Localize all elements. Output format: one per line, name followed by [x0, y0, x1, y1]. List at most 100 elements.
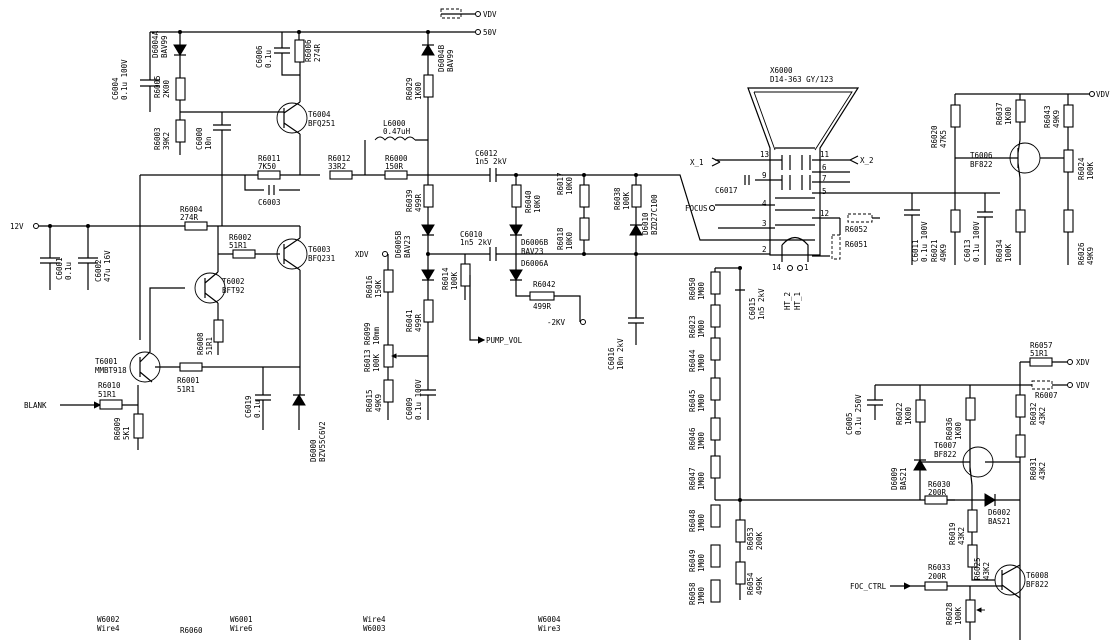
d6005b-diode — [421, 224, 435, 236]
r6017 — [579, 184, 590, 208]
12v-terminal[interactable] — [33, 223, 39, 229]
r6015-label: R6015 — [365, 389, 374, 412]
r6019-label: R6019 — [948, 522, 957, 545]
r6004 — [184, 221, 208, 231]
ht2-terminal[interactable] — [787, 265, 793, 271]
xdv-left-terminal[interactable] — [382, 251, 388, 257]
t6002-part: BFT92 — [222, 286, 245, 295]
r6048-value: 1M00 — [697, 513, 706, 532]
r6033 — [924, 581, 948, 591]
c6015-label: C6015 — [748, 297, 757, 320]
r6024 — [1063, 149, 1074, 173]
d6006a-diode — [509, 269, 523, 281]
r6005 — [175, 77, 186, 101]
r6017-value: 10K0 — [565, 176, 574, 195]
r6054-label: R6054 — [746, 572, 755, 595]
d6002-label: D6002 — [988, 508, 1011, 517]
t6004-label: T6004 — [308, 110, 331, 119]
l6000-label: L6000 — [383, 119, 406, 128]
output-stage: T6003 BFQ231 T6004 BFQ251 R6003 39K2 R60… — [139, 30, 335, 462]
r6005-label: R6005 — [153, 75, 162, 98]
d6000-zener — [292, 394, 306, 406]
r6011-value: 7K50 — [258, 162, 277, 171]
r6050-label: R6050 — [688, 277, 697, 300]
d6004a-label: D6004A — [151, 30, 160, 58]
r6040-label: R6040 — [524, 190, 533, 213]
r6023-label: R6023 — [688, 315, 697, 338]
r6034-value: 100K — [1004, 243, 1013, 262]
focus-terminal[interactable] — [709, 205, 715, 211]
c6006-label: C6006 — [255, 45, 264, 68]
r6011 — [257, 170, 281, 180]
ht1-terminal[interactable] — [797, 265, 803, 271]
c6016-label: C6016 — [607, 347, 616, 370]
r6012 — [329, 170, 353, 180]
t6003-label: T6003 — [308, 245, 331, 254]
c6004-value: 0.1u 100V — [120, 59, 129, 100]
r6060-label: R6060 — [180, 626, 203, 635]
c6005-value: 0.1u 250V — [854, 394, 863, 435]
r6051-label: R6051 — [845, 240, 868, 249]
r6002 — [232, 249, 256, 259]
d6010-value: BZD27C100 — [650, 194, 659, 235]
t6004-transistor — [276, 102, 308, 134]
r6024-label: R6024 — [1077, 157, 1086, 180]
vdv-br-terminal[interactable] — [1067, 382, 1073, 388]
t6004-part: BFQ251 — [308, 119, 335, 128]
r6043 — [1063, 104, 1074, 128]
t6007-part: BF822 — [934, 450, 957, 459]
xdv-right-label: XDV — [1076, 358, 1090, 367]
r6013-value: 100K — [372, 353, 381, 372]
d6010-label: D6010 — [641, 212, 650, 235]
r6040 — [511, 184, 522, 208]
r6034 — [1015, 209, 1026, 233]
r6032-label: R6032 — [1029, 402, 1038, 425]
vdv-top-terminal[interactable] — [475, 11, 481, 17]
pin-2: 2 — [762, 245, 767, 254]
12v-label: 12V — [10, 222, 24, 231]
pin-3: 3 — [762, 219, 767, 228]
r6025-value: 43K2 — [982, 562, 991, 580]
r6000-label: R6000 — [385, 154, 408, 163]
w6002-label: W6002 — [97, 615, 120, 624]
x6000-label: X6000 — [770, 66, 793, 75]
t6006-part: BF822 — [970, 160, 993, 169]
r6029-label: R6029 — [405, 77, 414, 100]
r6038-value: 100K — [622, 191, 631, 210]
r6036 — [965, 397, 976, 421]
r6030-label: R6030 — [928, 480, 951, 489]
vdv-right-terminal[interactable] — [1089, 91, 1095, 97]
r6039 — [423, 184, 434, 208]
r6058-label: R6058 — [688, 582, 697, 605]
ht1-label: HT_1 — [793, 292, 802, 310]
t6003-transistor — [276, 238, 308, 270]
w6004-label: W6004 — [538, 615, 561, 624]
r6042-value: 499R — [533, 302, 552, 311]
t6001-transistor: T6001 MMBT918 — [95, 351, 180, 383]
neg2kv-terminal[interactable] — [580, 319, 586, 325]
r6038 — [631, 184, 642, 208]
xdv-right-terminal[interactable] — [1067, 359, 1073, 365]
r6051 — [831, 234, 841, 260]
r6034-label: R6034 — [995, 239, 1004, 262]
r6053 — [735, 519, 746, 543]
r6003-value: 39K2 — [162, 132, 171, 150]
r6045-value: 1M00 — [697, 393, 706, 412]
c6006-value: 0.1u — [264, 50, 273, 68]
t6008-part: BF822 — [1026, 580, 1049, 589]
r6001-value: 51R1 — [177, 385, 195, 394]
d6005a-diode — [421, 269, 435, 281]
r6004-label: R6004 — [180, 205, 203, 214]
w6003-wire: Wire4 — [363, 615, 386, 624]
r6042-label: R6042 — [533, 280, 556, 289]
r6057-value: 51R1 — [1030, 349, 1048, 358]
50v-terminal[interactable] — [475, 29, 481, 35]
c6015-value: 1n5 2kV — [757, 288, 766, 320]
pin-12: 12 — [820, 209, 829, 218]
c6017-label: C6017 — [715, 186, 738, 195]
d6002-diode — [984, 493, 996, 507]
r6009-value: 5K1 — [122, 426, 131, 440]
r6022-value: 1K00 — [904, 406, 913, 425]
r6014-label: R6014 — [441, 267, 450, 290]
